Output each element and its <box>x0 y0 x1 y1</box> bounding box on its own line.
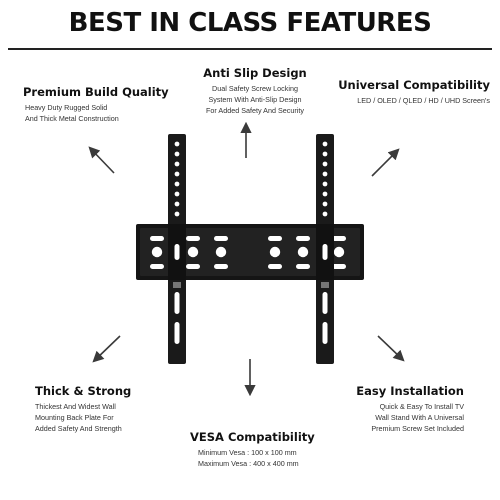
feature-heading: Universal Compatibility <box>338 78 490 92</box>
feature-description-line: For Added Safety And Security <box>206 106 304 115</box>
feature-description-line: Quick & Easy To Install TV <box>379 402 464 411</box>
feature-description-line: And Thick Metal Construction <box>25 114 119 123</box>
feature-description-line: System With Anti-Slip Design <box>208 95 302 104</box>
feature-description-line: Added Safety And Strength <box>35 424 122 433</box>
arrow-up-left-icon <box>88 146 115 174</box>
arrow-down-left-icon <box>92 335 121 363</box>
feature-heading: Easy Installation <box>356 384 464 398</box>
feature-description-line: Premium Screw Set Included <box>371 424 464 433</box>
feature-description-line: Mounting Back Plate For <box>35 413 114 422</box>
feature-vesa-compatibility: VESA Compatibility Minimum Vesa : 100 x … <box>190 430 330 469</box>
feature-heading: Premium Build Quality <box>23 85 169 99</box>
feature-anti-slip: Anti Slip Design Dual Safety Screw Locki… <box>175 66 335 116</box>
arrow-down-right-icon <box>377 335 405 362</box>
wall-plate <box>136 224 364 280</box>
feature-description-line: Dual Safety Screw Locking <box>212 84 298 93</box>
feature-premium-build: Premium Build Quality Heavy Duty Rugged … <box>23 85 183 124</box>
tv-mount-bracket-image <box>136 134 364 364</box>
page-title: BEST IN CLASS FEATURES <box>68 8 432 38</box>
feature-description-line: Minimum Vesa : 100 x 100 mm <box>198 448 297 457</box>
title-divider <box>8 48 492 50</box>
feature-heading: Thick & Strong <box>35 384 132 398</box>
feature-easy-installation: Easy Installation Quick & Easy To Instal… <box>300 384 464 434</box>
feature-heading: Anti Slip Design <box>203 66 307 80</box>
feature-thick-strong: Thick & Strong Thickest And Widest Wall … <box>35 384 195 434</box>
arrow-up-right-icon <box>371 148 400 177</box>
feature-description-line: Thickest And Widest Wall <box>35 402 116 411</box>
feature-heading: VESA Compatibility <box>190 430 315 444</box>
feature-description-line: Maximum Vesa : 400 x 400 mm <box>198 459 299 468</box>
feature-description-line: Heavy Duty Rugged Solid <box>25 103 108 112</box>
feature-universal-compatibility: Universal Compatibility LED / OLED / QLE… <box>330 78 490 106</box>
feature-description-line: Wall Stand With A Universal <box>375 413 464 422</box>
feature-description-line: LED / OLED / QLED / HD / UHD Screen's <box>357 96 490 105</box>
